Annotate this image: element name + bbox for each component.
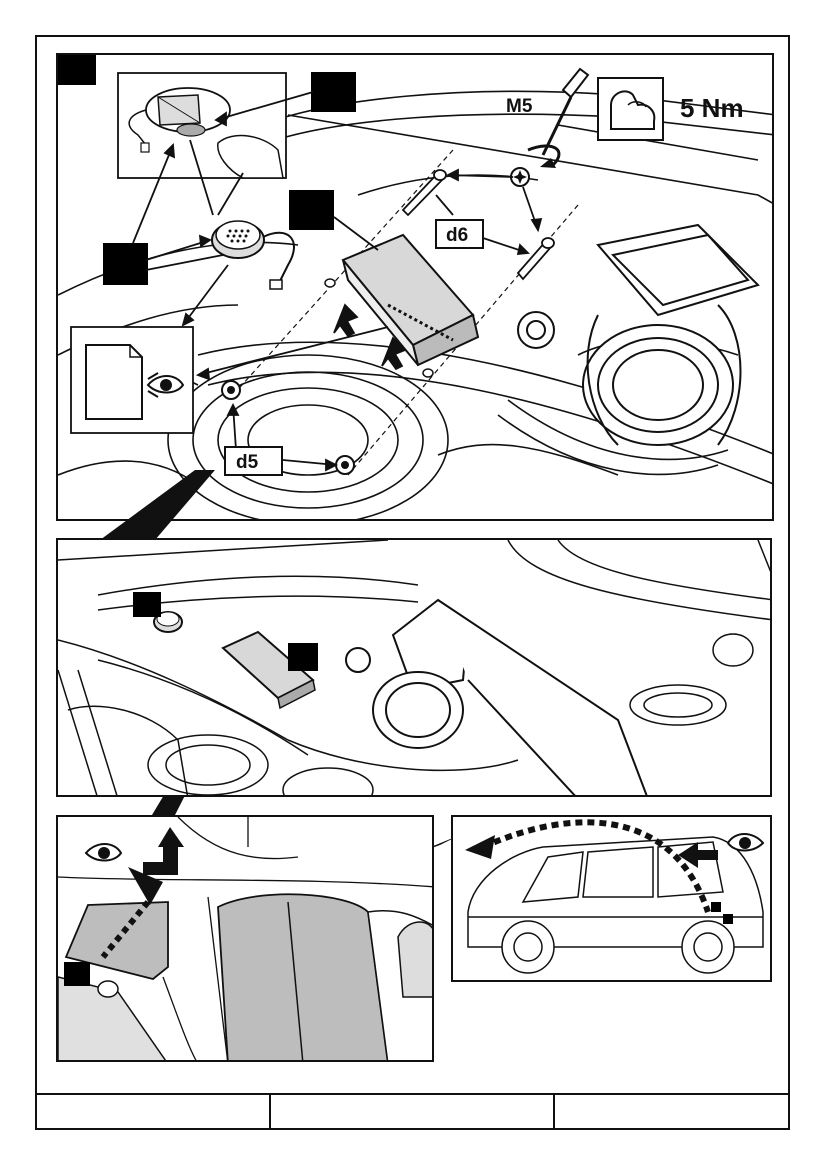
marker-unit [289,190,334,230]
tool-size-label: M5 [506,96,533,117]
interior-lower-trim [58,977,168,1062]
eye-icon [728,834,763,851]
flexed-arm-icon [598,78,663,140]
seatbelt-retractor [518,225,758,445]
electronic-unit [343,235,478,365]
marker-adhesive [311,72,356,112]
interior-drawing [58,817,434,1062]
overview-panel [56,538,772,797]
screw-callout-label: d6 [446,225,468,246]
nut-callout-label: d5 [236,452,259,473]
vehicle-side-drawing [453,817,772,982]
document-icon [86,345,142,419]
vehicle-route-arrowhead [465,835,495,859]
top-installation-panel: M5 5 Nm d6 d5 [56,53,774,521]
speaker-unit [212,221,294,289]
torque-label: 5 Nm [680,93,744,123]
marker-speaker [103,243,148,285]
interior-marker [64,962,90,986]
interior-seat-back [218,894,434,1062]
title-block-cell [271,1095,555,1130]
top-panel-drawing: M5 5 Nm d6 d5 [58,55,774,521]
screwdriver-icon [528,69,588,168]
inset-document-check [71,327,193,433]
interior-arrows [128,827,184,905]
overview-drawing [58,540,772,797]
marker-panel-number [58,55,96,85]
title-block-cell [35,1095,271,1130]
eye-icon [86,844,121,861]
vehicle-side-panel [451,815,772,982]
torx-head-icon [511,168,529,186]
inset-speaker-adhesive [118,73,286,178]
interior-view-panel [56,815,434,1062]
title-block [35,1093,790,1130]
